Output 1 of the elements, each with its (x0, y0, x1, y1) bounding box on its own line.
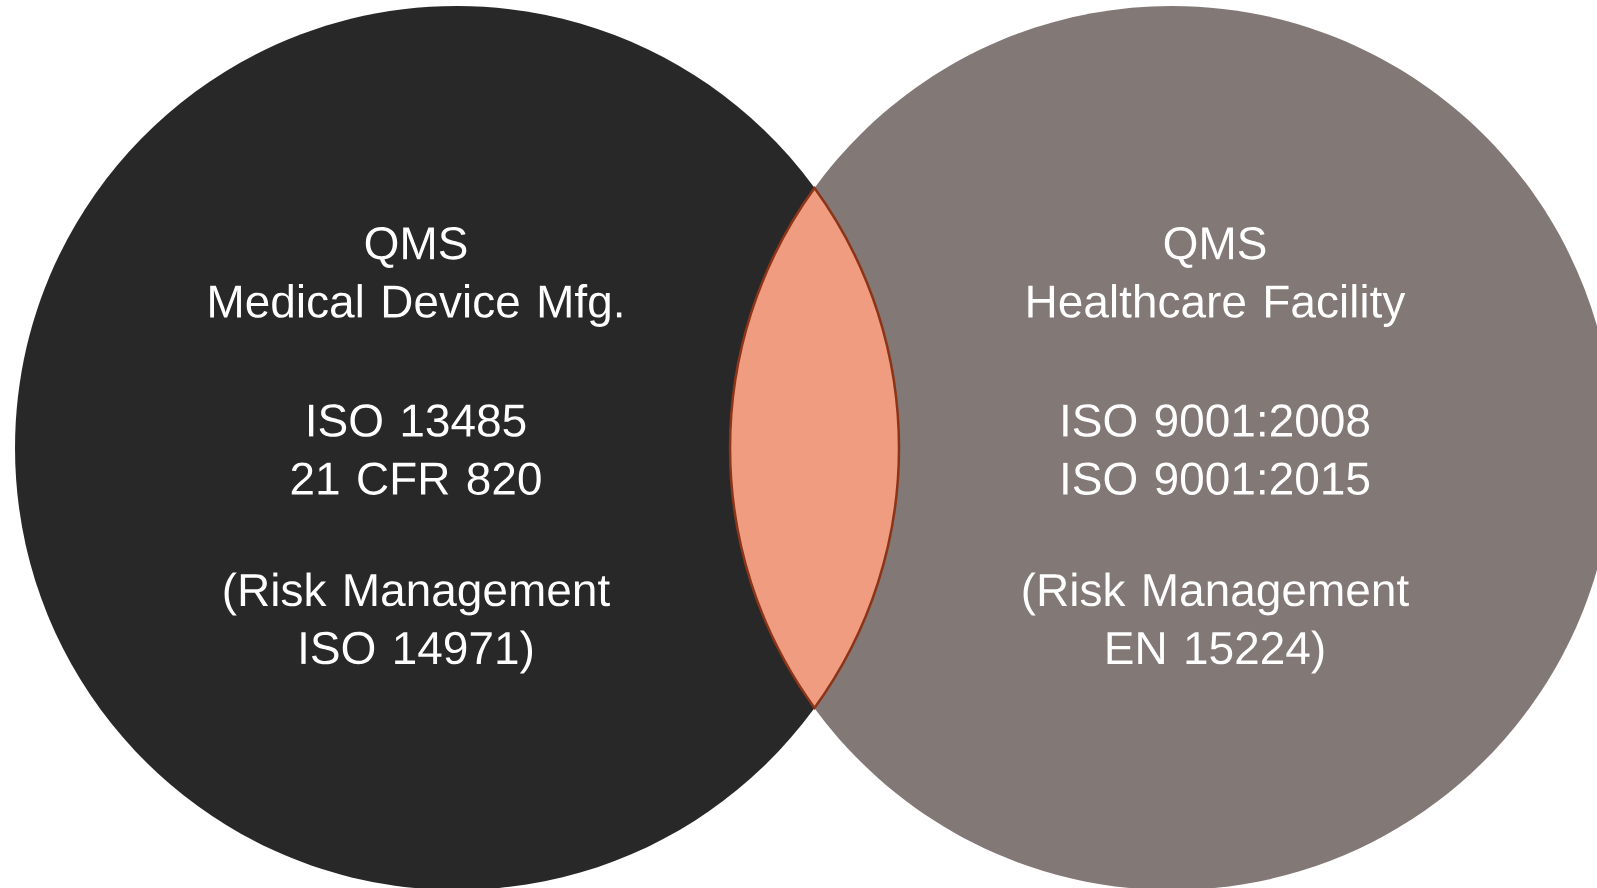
overlap-lens (728, 186, 901, 710)
